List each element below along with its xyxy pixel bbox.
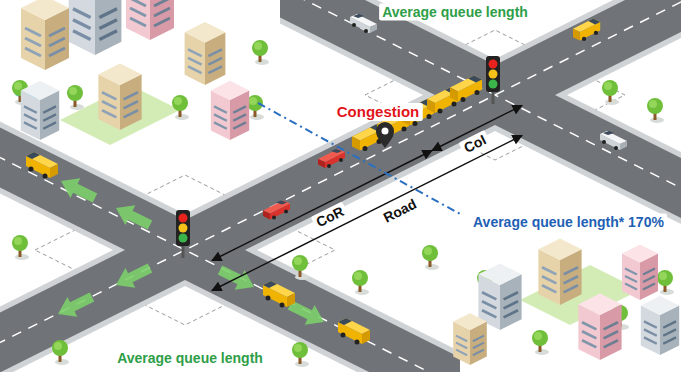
- building: [126, 0, 174, 40]
- tree: [292, 255, 309, 280]
- vehicle: [573, 19, 600, 42]
- segment-label: Road: [378, 194, 422, 227]
- flow-arrow: [53, 171, 329, 332]
- vehicle: [350, 14, 377, 33]
- flow-arrow: [111, 258, 155, 295]
- traffic-light: [489, 60, 498, 69]
- vehicle: [450, 76, 482, 103]
- dimension-line: [212, 151, 432, 261]
- traffic-light: [489, 80, 498, 89]
- tree: [252, 40, 269, 65]
- tree: [352, 270, 369, 295]
- building: [578, 293, 621, 360]
- vehicle: [263, 201, 290, 220]
- building: [69, 0, 122, 55]
- tree: [52, 340, 69, 365]
- tree: [657, 270, 674, 295]
- tree: [12, 235, 29, 260]
- building: [478, 263, 521, 330]
- road: [0, 118, 460, 372]
- vehicle: [26, 152, 58, 179]
- vehicle: [318, 149, 345, 168]
- vehicle: [263, 281, 295, 308]
- tree: [292, 342, 309, 367]
- vehicle: [600, 131, 627, 150]
- tree: [12, 40, 674, 367]
- lane-marking: [280, 0, 681, 198]
- region-label: Average queue length* 170%: [470, 214, 667, 231]
- building: [641, 296, 679, 355]
- vehicle: [338, 318, 370, 345]
- flow-arrow: [56, 171, 100, 208]
- dimension-line: [212, 106, 522, 291]
- traffic-light: [182, 246, 185, 258]
- flow-arrow: [111, 198, 155, 235]
- tree: [67, 85, 84, 110]
- building: [538, 238, 581, 305]
- traffic-light: [492, 92, 495, 104]
- building: [98, 63, 141, 130]
- traffic-light: [489, 70, 498, 79]
- traffic-light: [179, 234, 188, 243]
- building: [21, 0, 69, 70]
- tree: [172, 95, 189, 120]
- tree: [532, 330, 549, 355]
- road: [280, 0, 681, 228]
- building: [453, 313, 487, 365]
- region-label: Average queue length: [114, 350, 266, 367]
- location-pin: [382, 128, 389, 135]
- traffic-light: [486, 56, 500, 92]
- flow-arrow: [53, 287, 97, 324]
- region-label: Average queue length: [379, 4, 531, 21]
- building: [21, 0, 679, 365]
- leader-line: [258, 103, 462, 215]
- location-pin: [376, 122, 394, 148]
- lane-marking: [0, 0, 681, 353]
- congestion-label: Congestion: [334, 103, 423, 121]
- building: [185, 22, 226, 85]
- building: [211, 81, 249, 140]
- vehicle: [26, 14, 627, 345]
- traffic-light: [179, 224, 188, 233]
- traffic-light: [179, 214, 188, 223]
- building: [21, 81, 59, 140]
- tree: [602, 80, 619, 105]
- location-pin: [376, 122, 394, 148]
- tree: [422, 245, 439, 270]
- lane-marking: [0, 148, 460, 372]
- traffic-light: [176, 210, 190, 246]
- tree: [247, 95, 264, 120]
- tree: [647, 98, 664, 123]
- building: [622, 245, 658, 301]
